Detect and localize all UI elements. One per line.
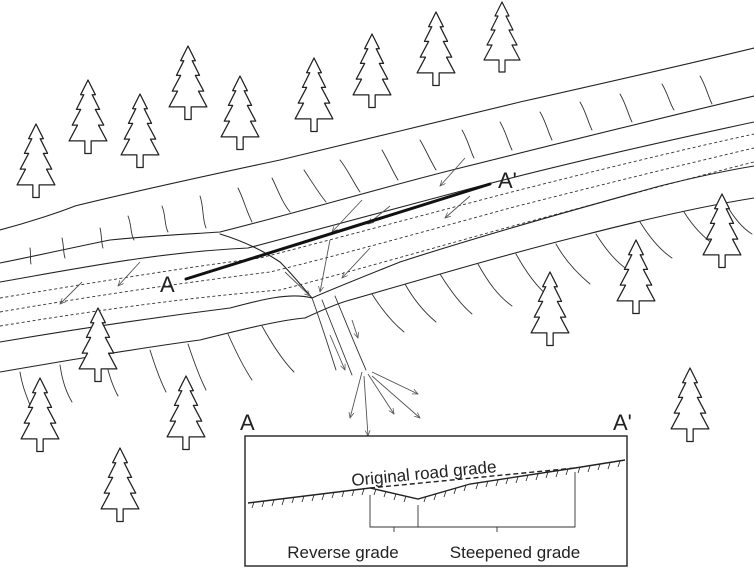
gully-lines [311,295,367,376]
conifer-tree-icon [120,93,160,169]
upper-slope-line [0,47,754,231]
conifer-tree-icon [16,123,56,199]
conifer-tree-icon [294,57,334,133]
flow-arrow-icon [284,271,310,296]
flow-arrow-icon [367,373,394,414]
road-dashed-line-3 [0,161,754,327]
flow-arrow-icon [329,334,345,370]
steepened-grade-bracket [418,472,576,532]
flow-arrow-icon [60,281,83,304]
ground-hatching [251,460,621,509]
road-dashed-line-1 [0,133,754,299]
inset-right-label: A' [613,410,632,435]
flow-arrow-icon [320,239,331,292]
inset-frame [244,435,628,567]
conifer-tree-icon [20,377,60,453]
flow-arrow-icon [342,247,371,278]
conifer-tree-icon [352,33,392,109]
inset-left-label: A [240,410,255,435]
fillslope-lower-edge [0,197,754,373]
conifer-tree-icon [702,193,742,269]
flow-arrow-icon [332,199,363,232]
conifer-tree-icon [166,375,206,451]
cross-section-inset: A A' Original road grade Reverse grade S… [240,410,632,567]
conifer-tree-icon [78,307,118,383]
conifer-tree-icon [483,1,521,73]
section-end-label: A' [498,168,517,193]
flow-arrow-icon [440,157,466,186]
flow-arrow-icon [445,195,471,218]
flow-arrows [60,157,471,436]
road-breach [219,233,351,319]
flow-arrow-icon [371,375,420,418]
conifer-tree-icon [168,45,208,121]
original-grade-line [369,467,576,489]
conifer-tree-icon [220,75,260,151]
conifer-tree-icon [670,367,710,443]
flow-arrow-icon [351,319,358,338]
conifer-tree-icon [100,447,140,523]
ground-profile [247,459,626,504]
flow-arrow-icon [371,371,418,395]
reverse-grade-bracket [369,495,419,532]
conifer-tree-icon [530,271,570,347]
flow-arrow-icon [118,261,141,286]
conifer-tree-icon [416,11,456,87]
conifer-tree-icon [616,239,656,315]
road-outer-edge [0,165,754,343]
flow-arrow-icon [363,375,368,436]
section-start-label: A [160,272,175,297]
conifer-tree-icon [68,79,108,155]
steepened-grade-label: Steepened grade [450,543,580,562]
reverse-grade-label: Reverse grade [287,543,399,562]
cutbank-top-edge [0,95,754,264]
road-inner-edge [0,121,754,283]
flow-arrow-icon [350,371,363,418]
road-dashed-line-2 [0,147,754,313]
fillslope-hachures [19,203,753,406]
section-line [184,182,492,281]
upper-slope-hachures [29,75,713,265]
